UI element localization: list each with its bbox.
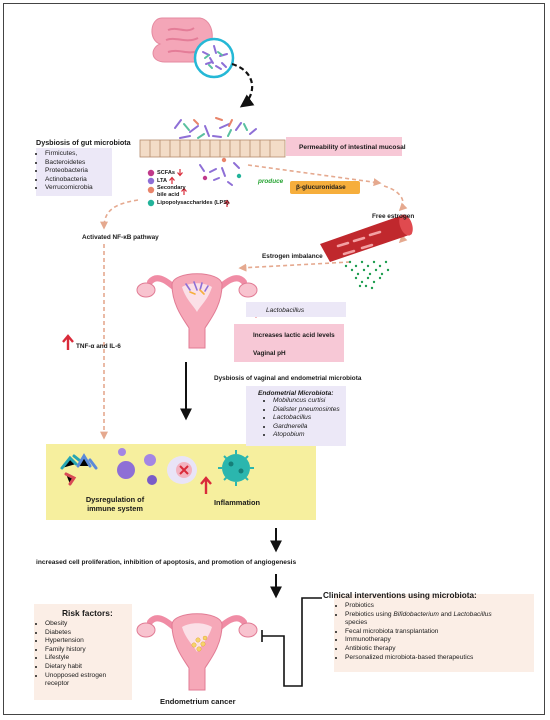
vaginal-dysbiosis-title: Dysbiosis of vaginal and endometrial mic…: [214, 375, 362, 382]
clinical-item-prebiotics-cont: species: [345, 619, 368, 627]
legend-bile-acid: Secondary bile acid: [157, 185, 186, 198]
lta-up-arrow: [169, 176, 175, 184]
endometrial-microbiota-box: [246, 386, 346, 446]
arrow-estrogen-imbalance: [238, 261, 351, 272]
bacteria-item: Actinobacteria: [45, 176, 112, 185]
bacteria-item: Proteobacteria: [45, 167, 112, 176]
clinical-box: [334, 594, 534, 672]
tnf-up-arrow: [62, 334, 74, 350]
endo-item: Gardnerella: [273, 423, 340, 432]
glucuronidase-label: β-glucuronidase: [296, 184, 346, 191]
produce-label: produce: [258, 178, 284, 185]
intestinal-epithelium: [139, 117, 286, 186]
scfa-down-arrow: [177, 169, 183, 177]
arrow-to-free-estrogen: [383, 185, 408, 212]
endo-item: Lactobacillus: [273, 414, 340, 423]
clinical-title: Clinical interventions using microbiota:: [323, 591, 477, 600]
clinical-item: Antibiotic therapy: [345, 645, 492, 654]
risk-item: Dietary habit: [45, 663, 123, 672]
endo-item: Atopobium: [273, 431, 340, 440]
bile-up-arrow: [181, 187, 187, 195]
arrow-to-nfkb: [100, 199, 139, 230]
bacteria-item: Firmicutes,: [45, 150, 112, 159]
clinical-item-prebiotics: Prebiotics using Bifidobacterium and Lac…: [345, 611, 492, 620]
risk-item: Family history: [45, 646, 123, 655]
bile-acid-dot: [147, 186, 155, 194]
estrogen-particles: [344, 260, 390, 290]
estrogen-imbalance-label: Estrogen imbalance: [262, 253, 323, 260]
gut-bacteria-list: Firmicutes, Bacteroidetes Proteobacteria…: [36, 148, 112, 193]
immune-cells-illustration: [60, 448, 254, 486]
diagram-frame: [3, 3, 545, 715]
risk-factors-list-wrap: Obesity Diabetes Hypertension Family his…: [36, 620, 123, 689]
clinical-item: Immunotherapy: [345, 636, 492, 645]
clinical-item: Probiotics: [345, 602, 492, 611]
lps-dot: [147, 199, 155, 207]
immune-dysregulation-label: Dysregulation of immune system: [85, 495, 145, 513]
endometrial-microbiota-list: Mobiluncus curtisi Dialister pneumosinte…: [264, 397, 340, 440]
uterus-icon-top: [136, 273, 258, 349]
permeability-label: Permeability of intestinal mucosal: [299, 144, 406, 151]
magnifier-icon: [193, 37, 235, 79]
arrow-to-glucuronidase: [247, 164, 382, 187]
legend-scfa: SCFAs: [157, 170, 176, 176]
tnf-label: TNF-α and IL-6: [76, 343, 121, 350]
free-estrogen-label: Free estrogen: [372, 213, 415, 220]
lps-up-arrow: [224, 199, 230, 207]
endo-item: Dialister pneumosintes: [273, 406, 340, 415]
vaginal-ph-label: Vaginal pH: [253, 350, 286, 357]
inflammation-label: Inflammation: [214, 498, 260, 507]
risk-item: Unopposed estrogen receptor: [45, 672, 123, 689]
blood-vessel-icon: [320, 214, 413, 262]
risk-item: Diabetes: [45, 629, 123, 638]
clinical-bracket: [262, 597, 322, 687]
legend-lta: LTA: [157, 178, 168, 184]
risk-factors-list: Obesity Diabetes Hypertension Family his…: [36, 620, 123, 689]
lactic-ph-box: [234, 324, 344, 362]
glucuronidase-box: [290, 181, 360, 194]
scfa-dot: [147, 169, 155, 177]
uterus-icon-cancer: [136, 613, 258, 691]
legend-lps: Lipopolysaccharides (LPS): [157, 200, 229, 206]
lta-dot: [147, 177, 155, 185]
risk-item: Obesity: [45, 620, 123, 629]
risk-item: Lifestyle: [45, 654, 123, 663]
endometrial-microbiota-title: Endometrial Microbiota:: [258, 390, 334, 397]
proliferation-label: increased cell proliferation, inhibition…: [36, 559, 297, 566]
lactobacillus-box: [246, 302, 346, 317]
lactobacillus-label: Lactobacillus: [266, 307, 305, 314]
clinical-list-wrap: Probiotics Prebiotics using Bifidobacter…: [336, 602, 492, 662]
lactic-acid-label: Increases lactic acid levels: [253, 332, 335, 339]
risk-factors-box: [34, 604, 132, 700]
clinical-list: Probiotics Prebiotics using Bifidobacter…: [336, 602, 492, 662]
bacteria-item: Bacteroidetes: [45, 159, 112, 168]
curved-arrow: [231, 62, 255, 108]
risk-item: Hypertension: [45, 637, 123, 646]
nfkb-label: Activated NF-κB pathway: [82, 234, 159, 241]
clinical-item: Fecal microbiota transplantation: [345, 628, 492, 637]
endo-item: Mobiluncus curtisi: [273, 397, 340, 406]
gut-dysbiosis-title: Dysbiosis of gut microbiota: [36, 138, 131, 147]
inflammation-up-arrow: [200, 476, 212, 494]
endometrial-microbiota-list-wrap: Mobiluncus curtisi Dialister pneumosinte…: [264, 397, 340, 440]
risk-factors-title: Risk factors:: [62, 608, 113, 618]
endometrium-cancer-label: Endometrium cancer: [160, 697, 236, 706]
clinical-item: Personalized microbiota-based therapeuti…: [345, 654, 492, 663]
permeability-box: [286, 137, 402, 156]
bacteria-item: Verrucomicrobia: [45, 184, 112, 193]
gut-bacteria-box: Firmicutes, Bacteroidetes Proteobacteria…: [36, 148, 112, 196]
